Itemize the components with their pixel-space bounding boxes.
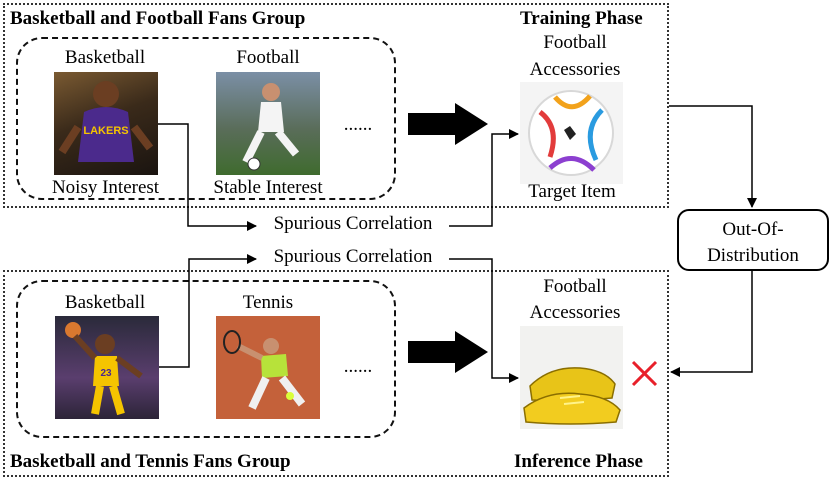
- spurious-line-top-left: [158, 123, 257, 231]
- basketball-label-bottom: Basketball: [64, 292, 146, 313]
- inference-phase-label: Inference Phase: [514, 451, 643, 472]
- football-ball-photo: [520, 82, 623, 184]
- tennis-player-photo: [216, 316, 320, 419]
- spurious-correlation-label-top: Spurious Correlation: [273, 213, 433, 234]
- inference-group-title: Basketball and Tennis Fans Group: [10, 451, 291, 472]
- basketball-player-photo-top: LAKERS: [54, 72, 158, 175]
- spurious-line-bottom-left: [159, 254, 257, 368]
- basketball-player-photo-bottom: 23: [55, 316, 159, 419]
- target-title-line1-bottom: Football: [543, 276, 607, 297]
- svg-text:23: 23: [100, 368, 112, 379]
- ood-to-inference-line: [670, 271, 753, 377]
- big-arrow-bottom: [408, 331, 488, 373]
- svg-text:LAKERS: LAKERS: [83, 125, 128, 137]
- basketball-label-top: Basketball: [64, 47, 146, 68]
- target-title-line1-top: Football: [543, 32, 607, 53]
- spurious-line-top-right: [449, 129, 519, 227]
- out-of-distribution-box: Out-Of- Distribution: [677, 209, 829, 271]
- spurious-line-bottom-right: [449, 258, 519, 383]
- inference-group-box: [3, 270, 669, 477]
- noisy-interest-caption: Noisy Interest: [51, 177, 160, 198]
- football-label-top: Football: [236, 47, 300, 68]
- training-interest-box: [16, 37, 396, 200]
- inference-interest-box: [16, 280, 396, 438]
- ood-line2: Distribution: [707, 245, 799, 266]
- ellipsis-top: ......: [343, 114, 373, 135]
- training-group-box: [3, 3, 669, 208]
- target-title-line2-top: Accessories: [529, 59, 621, 80]
- stable-interest-caption: Stable Interest: [213, 177, 323, 198]
- training-group-title: Basketball and Football Fans Group: [10, 8, 306, 29]
- target-title-line2-bottom: Accessories: [529, 302, 621, 323]
- big-arrow-top: [408, 103, 488, 145]
- ood-line1: Out-Of-: [722, 219, 784, 240]
- red-cross-icon: [631, 360, 658, 387]
- spurious-correlation-label-bottom: Spurious Correlation: [273, 246, 433, 267]
- training-to-ood-line: [669, 105, 757, 208]
- tennis-label: Tennis: [242, 292, 294, 313]
- football-shoes-photo: [520, 326, 623, 429]
- football-player-photo: [216, 72, 320, 175]
- ellipsis-bottom: ......: [343, 356, 373, 377]
- target-item-caption: Target Item: [528, 181, 616, 202]
- training-phase-label: Training Phase: [520, 8, 643, 29]
